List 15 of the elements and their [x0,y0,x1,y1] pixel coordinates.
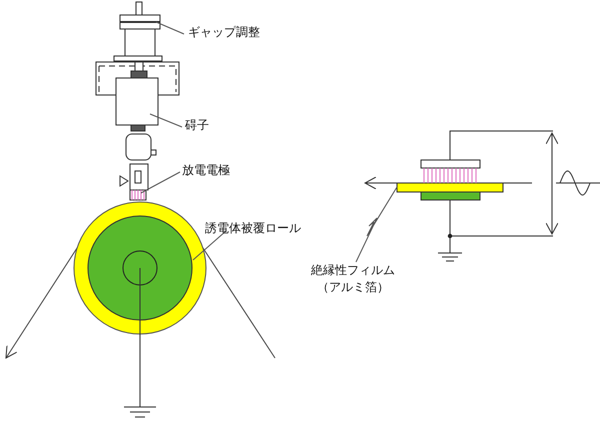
leader-line [156,22,184,34]
leader-line [150,114,182,128]
dielectric-covered-roll [74,202,206,334]
film-layer [396,182,504,192]
part-label: 碍子 [182,117,212,134]
leader-line [192,230,226,260]
insulator-block [116,78,158,126]
part-label: 誘電体被覆ロール [198,220,308,237]
part-label: ギャップ調整 [184,24,264,41]
part-label: 放電電極 [178,162,234,179]
gap-adjuster-knob [120,14,160,30]
part-label: 絶縁性フィルム（アルミ箔） [305,262,401,296]
leader-line [356,186,398,262]
discharge-electrode [130,190,146,200]
leader-line [140,172,180,194]
